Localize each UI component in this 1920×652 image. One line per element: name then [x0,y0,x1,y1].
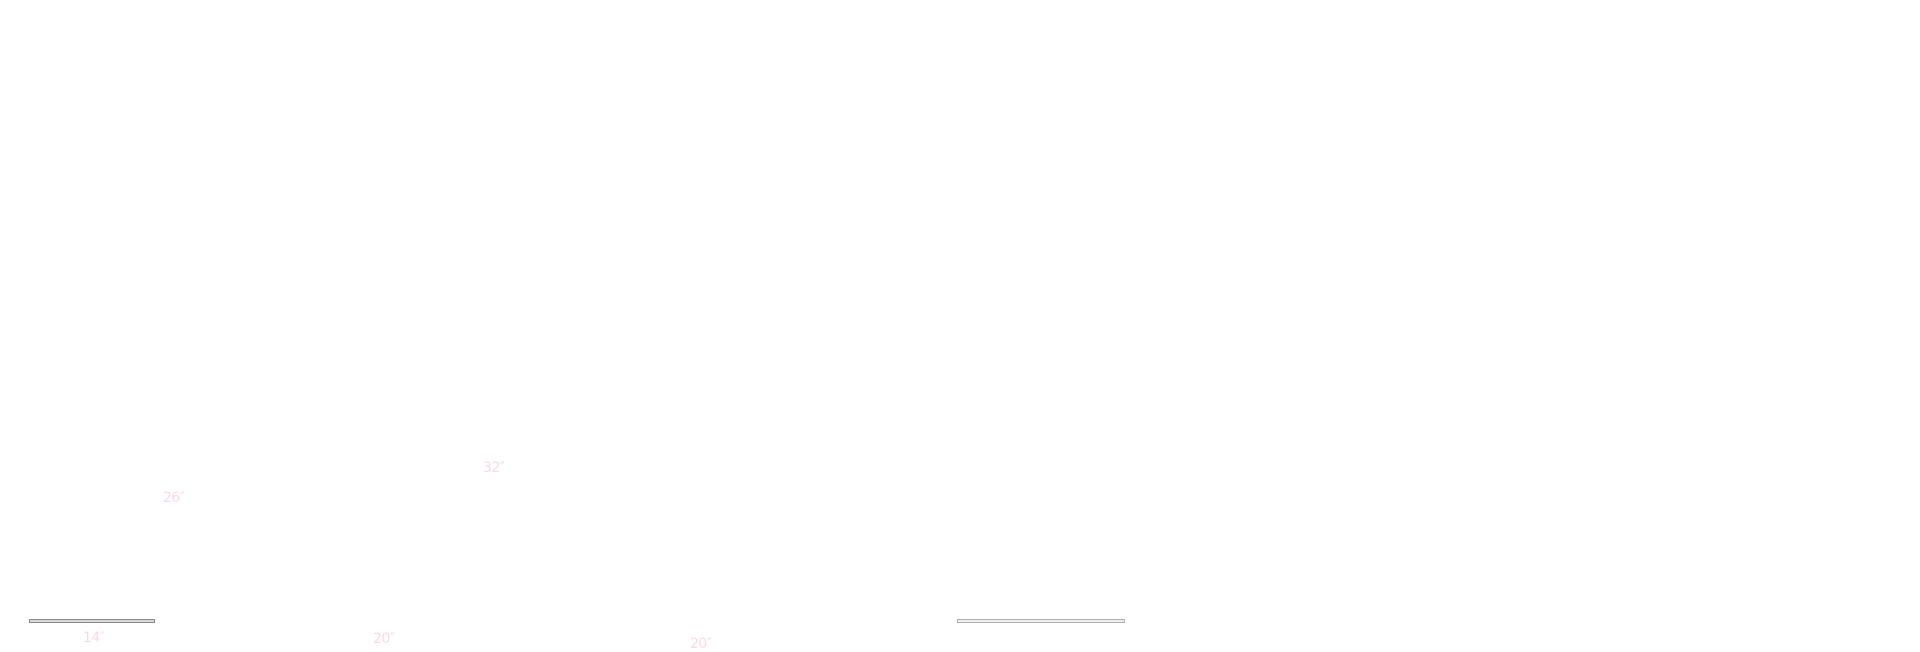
size-label-26: 26″ [163,490,185,506]
scale-bar-left [29,619,155,623]
scale-bar-right [957,619,1125,623]
size-label-20-a: 20″ [373,631,395,647]
size-label-32: 32″ [483,460,505,476]
size-label-20-b: 20″ [690,636,712,652]
size-label-14: 14″ [83,630,105,646]
